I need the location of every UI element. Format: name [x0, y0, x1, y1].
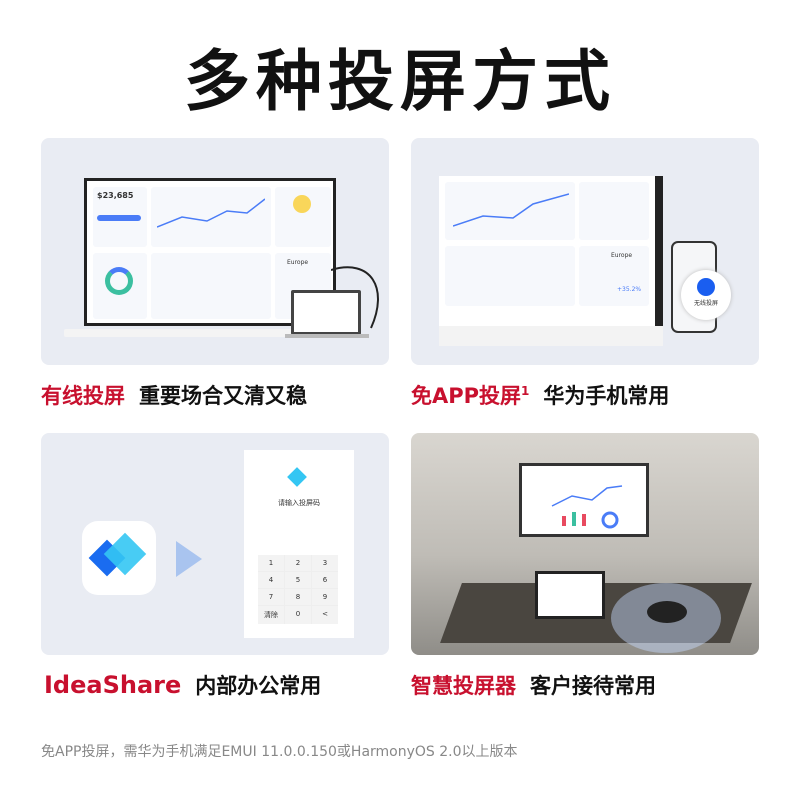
cast-icon [697, 278, 715, 296]
key[interactable]: 1 [258, 555, 284, 571]
laptop-graphic [535, 571, 605, 619]
display-screen: Europe +35.2% [439, 176, 663, 326]
caption-highlight: 智慧投屏器 [411, 674, 516, 698]
smart-projector-panel [411, 433, 759, 655]
wireless-projection-button: 无线投屏 [681, 270, 731, 320]
region-label: Europe [611, 252, 633, 259]
page-title: 多种投屏方式 [184, 43, 616, 120]
caption-highlight: IdeaShare [44, 671, 182, 699]
key[interactable]: 3 [312, 555, 338, 571]
arrow-right-icon [176, 541, 202, 577]
key[interactable]: 4 [258, 572, 284, 588]
wired-projection-panel: $23,685 Europe [41, 138, 389, 365]
dialog-title: 请输入投屏码 [278, 499, 320, 507]
backspace-key[interactable]: < [312, 606, 338, 624]
clear-key[interactable]: 清除 [258, 606, 284, 624]
caption-highlight: 有线投屏 [41, 384, 125, 408]
caption-highlight: 免APP投屏1 [411, 384, 530, 408]
percent-label: +35.2% [617, 286, 642, 293]
key[interactable]: 8 [285, 589, 311, 605]
caption-ideashare: IdeaShare 内部办公常用 [44, 670, 321, 700]
smart-projector-dongle [647, 601, 687, 623]
caption-smart-projector: 智慧投屏器客户接待常用 [411, 670, 656, 700]
ideashare-app-icon [82, 521, 156, 595]
caption-app-free: 免APP投屏1 华为手机常用 [411, 380, 669, 410]
caption-text: 华为手机常用 [543, 384, 670, 408]
app-free-projection-panel: Europe +35.2% 无线投屏 [411, 138, 759, 365]
caption-text: 客户接待常用 [530, 674, 656, 698]
caption-text: 重要场合又清又稳 [139, 384, 307, 408]
display-screen: $23,685 Europe [84, 178, 336, 326]
laptop-graphic [291, 290, 361, 335]
key[interactable]: 0 [285, 606, 311, 624]
amount-text: $23,685 [97, 191, 134, 200]
caption-text: 内部办公常用 [195, 674, 322, 698]
key[interactable]: 2 [285, 555, 311, 571]
line-chart-graphic [157, 198, 265, 228]
region-label: Europe [287, 259, 309, 266]
key[interactable]: 7 [258, 589, 284, 605]
wall-display [519, 463, 649, 537]
footnote: 免APP投屏，需华为手机满足EMUI 11.0.0.150或HarmonyOS … [41, 744, 518, 760]
key[interactable]: 5 [285, 572, 311, 588]
key[interactable]: 9 [312, 589, 338, 605]
cable-graphic [331, 266, 379, 329]
key[interactable]: 6 [312, 572, 338, 588]
caption-wired: 有线投屏重要场合又清又稳 [41, 380, 307, 410]
